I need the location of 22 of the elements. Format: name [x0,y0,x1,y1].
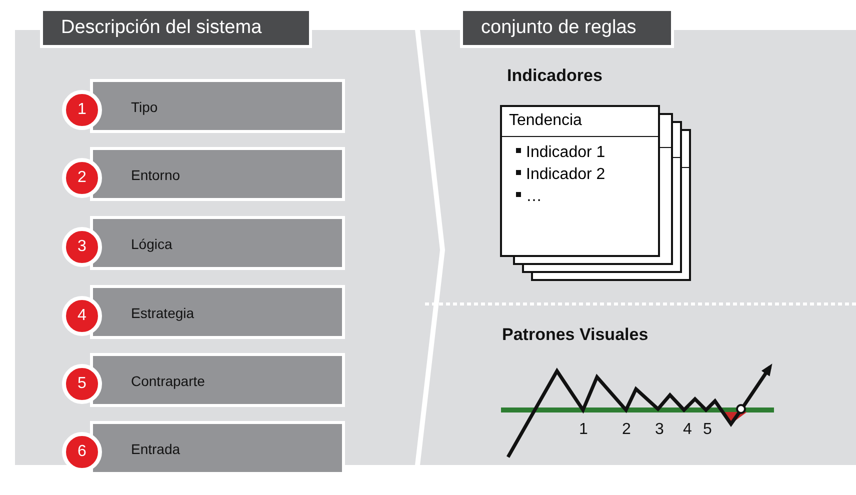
point-number: 2 [622,421,631,439]
list-item: Indicador 2 [516,166,658,184]
section-tab: conjunto de reglas [460,8,674,48]
indicator-card [500,105,660,257]
card-header: Tendencia [502,107,658,137]
number-badge: 1 [62,90,102,130]
item-label: Tipo [131,99,158,115]
point-number: 3 [655,421,664,439]
item-label: Lógica [131,236,172,252]
section-tab: Descripción del sistema [40,8,312,48]
number-badge: 6 [62,432,102,472]
item-label: Estrategia [131,305,194,321]
list-item: Indicador 1 [516,144,658,162]
point-number: 4 [683,421,692,439]
section-heading: Patrones Visuales [502,325,648,345]
point-number: 1 [579,421,588,439]
item-label: Contraparte [131,373,205,389]
list-item: … [516,188,658,206]
item-label: Entorno [131,167,180,183]
section-heading: Indicadores [507,66,602,86]
point-number: 5 [703,421,712,439]
item-label: Entrada [131,441,180,457]
